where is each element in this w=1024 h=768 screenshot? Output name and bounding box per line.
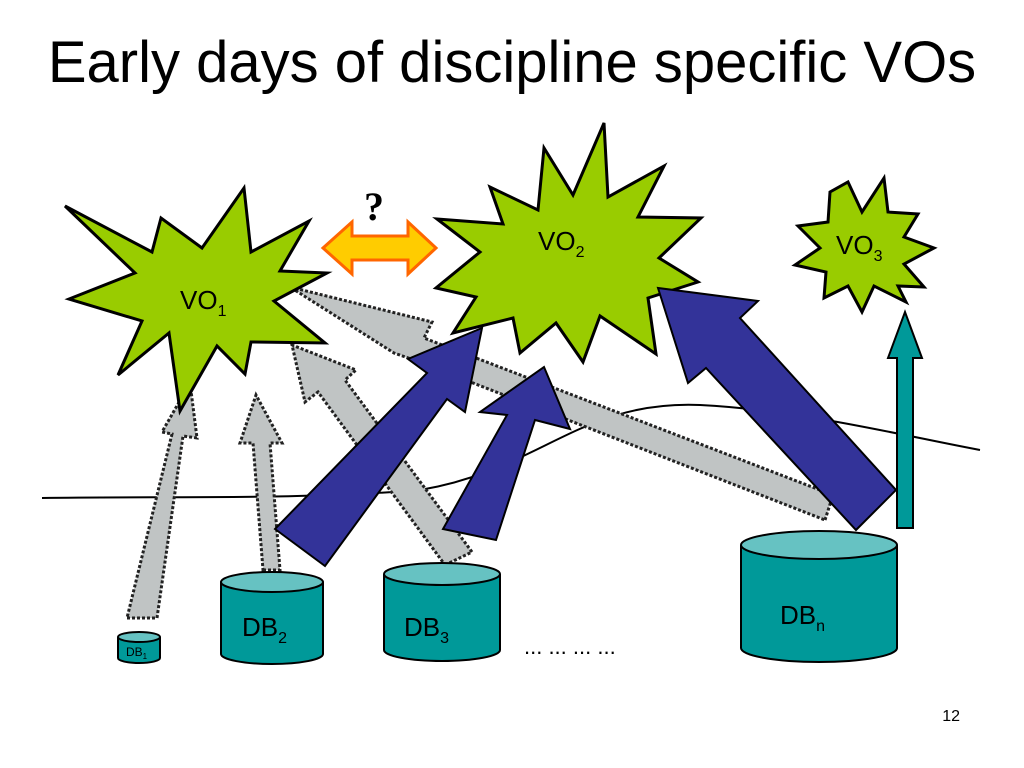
- blue-arrow-dbn-vo2: [656, 286, 898, 532]
- double-arrow[interactable]: [320, 218, 439, 278]
- db3-label: DB3: [404, 612, 449, 647]
- db2-label: DB2: [242, 612, 287, 647]
- db3-cylinder[interactable]: [383, 562, 501, 662]
- horizon-line: [41, 403, 981, 499]
- vo3-star: [791, 173, 938, 316]
- page-number: 12: [942, 708, 960, 725]
- blue-arrow-db2-vo2: [273, 326, 484, 568]
- blue-arrow-db3-vo2: [441, 365, 572, 542]
- gray-arrow-db2-vo1: [237, 391, 285, 572]
- dbn-label: DBn: [780, 600, 825, 635]
- db1-label: DB1: [126, 645, 148, 661]
- vo2-star: [432, 122, 705, 366]
- vo3-label: VO3: [836, 230, 883, 265]
- ellipsis: ... ... ... ...: [524, 634, 616, 659]
- db2-cylinder[interactable]: [220, 571, 324, 665]
- gray-arrow-dbn-vo1: [289, 285, 835, 522]
- vo1-label: VO1: [180, 285, 227, 320]
- vo2-label: VO2: [538, 226, 585, 261]
- vo1-star: [63, 183, 333, 416]
- db1-cylinder[interactable]: [117, 631, 161, 664]
- dbn-cylinder[interactable]: [740, 530, 898, 663]
- gray-arrow-db1-vo1: [125, 378, 199, 620]
- teal-arrow-dbn-vo3: [886, 309, 924, 529]
- question-mark: ?: [364, 184, 384, 229]
- slide-title: Early days of discipline specific VOs: [47, 30, 977, 95]
